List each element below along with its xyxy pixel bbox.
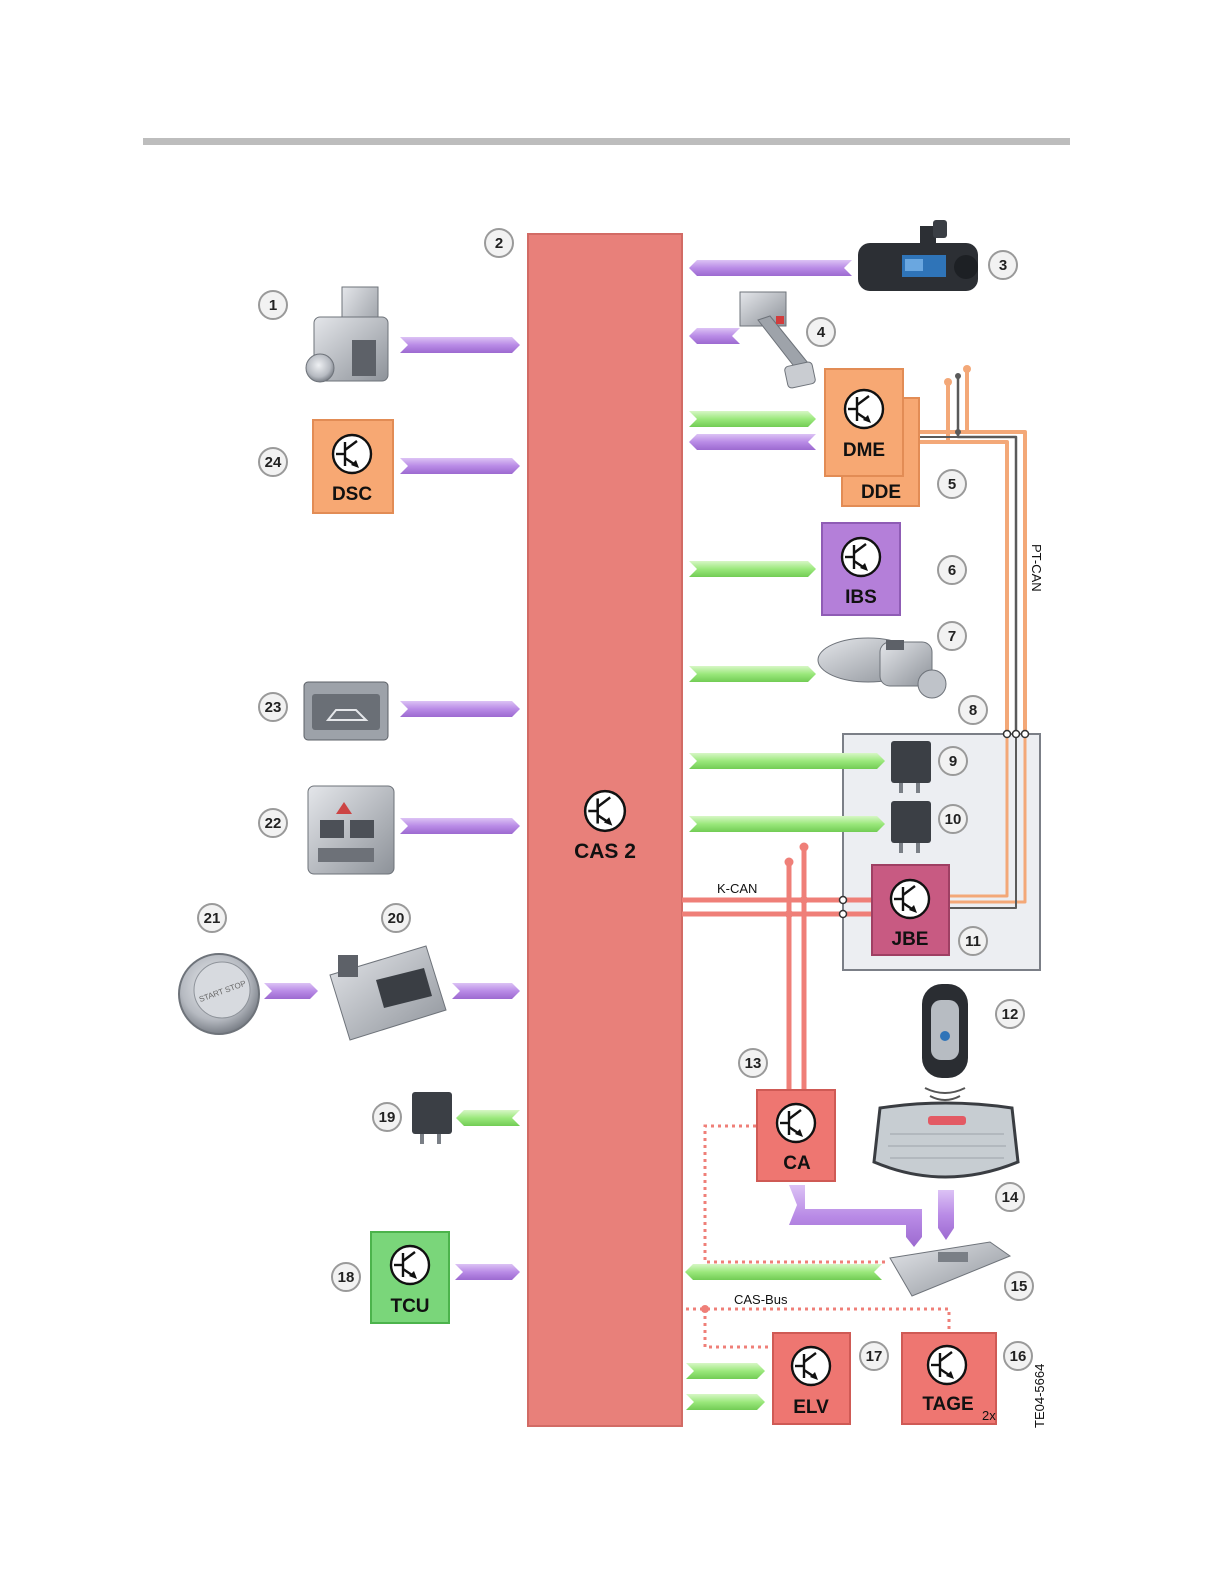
callout-19: 19 [373,1103,401,1131]
callout-24: 24 [259,448,287,476]
ca-label: CA [783,1153,811,1174]
callout-10: 10 [939,805,967,833]
ibs-module: IBS [822,523,900,615]
callout-2: 2 [485,229,513,257]
key-fob-illustration [922,984,968,1100]
callout-number: 10 [945,811,962,828]
start-stop-button-illustration: START STOP [179,954,259,1034]
callout-11: 11 [959,927,987,955]
dme-label: DME [843,440,885,461]
callout-number: 12 [1002,1006,1019,1023]
ca-module: CA [757,1090,835,1181]
callout-number: 19 [379,1109,396,1126]
callout-9: 9 [939,747,967,775]
k-can-label: K-CAN [717,881,757,896]
callout-number: 5 [948,476,956,493]
callout-12: 12 [996,1000,1024,1028]
elv-label: ELV [793,1397,829,1418]
tage-label: TAGE [922,1394,973,1415]
cas-transistor-icon [585,791,625,831]
callout-number: 3 [999,257,1007,274]
callout-number: 7 [948,628,956,645]
tage-transistor-icon [928,1346,966,1384]
tcu-module: TCU [371,1232,449,1323]
dme-transistor-icon [845,390,883,428]
brake-pedal-illustration [740,292,816,389]
callout-1: 1 [259,291,287,319]
dsc-module: DSC [313,420,393,513]
switch-panel-illustration [308,786,394,874]
jbe-module: JBE [872,865,949,955]
callout-number: 13 [745,1055,762,1072]
trunk-button-illustration [304,682,388,740]
ibs-transistor-icon [842,538,880,576]
jbe-transistor-icon [891,880,929,918]
callout-number: 8 [969,702,977,719]
elv-transistor-icon [792,1347,830,1385]
relay-19-illustration [412,1092,452,1144]
receiver-illustration [890,1242,1010,1296]
callout-18: 18 [332,1263,360,1291]
ca-transistor-icon [777,1104,815,1142]
callout-number: 1 [269,297,277,314]
cas-bus-label: CAS-Bus [734,1292,788,1307]
cas-label: CAS 2 [574,840,636,863]
callout-17: 17 [860,1342,888,1370]
callout-number: 2 [495,235,503,252]
callout-4: 4 [807,318,835,346]
steering-sensor-illustration [858,220,978,291]
callout-number: 9 [949,753,957,770]
callout-number: 17 [866,1348,883,1365]
tage-module: TAGE 2x [902,1333,996,1424]
tage-count: 2x [982,1408,996,1423]
callout-13: 13 [739,1049,767,1077]
dde-label: DDE [861,482,901,503]
callout-number: 6 [948,562,956,579]
ibs-label: IBS [845,587,877,608]
callout-22: 22 [259,809,287,837]
callout-number: 24 [265,454,282,471]
rear-window-illustration [874,1103,1018,1177]
cas-bus-node [701,1305,709,1313]
callout-3: 3 [989,251,1017,279]
callout-8: 8 [959,696,987,724]
callout-number: 15 [1011,1278,1028,1295]
callout-number: 18 [338,1269,355,1286]
callout-5: 5 [938,470,966,498]
dsc-transistor-icon [333,435,371,473]
callout-number: 16 [1010,1348,1027,1365]
callout-21: 21 [198,904,226,932]
clutch-switch-illustration [306,287,388,382]
figure-code: TE04-5664 [1032,1364,1047,1428]
callout-number: 20 [388,910,405,927]
callout-number: 23 [265,699,282,716]
callout-20: 20 [382,904,410,932]
callout-number: 14 [1002,1189,1019,1206]
callout-15: 15 [1005,1272,1033,1300]
elv-module: ELV [773,1333,850,1424]
dsc-label: DSC [332,484,372,505]
callout-number: 4 [817,324,826,341]
callout-number: 22 [265,815,282,832]
dme-dde-module: DDE DME [825,369,919,506]
tcu-transistor-icon [391,1246,429,1284]
callout-7: 7 [938,622,966,650]
callout-number: 21 [204,910,221,927]
callout-14: 14 [996,1183,1024,1211]
header-rule [143,138,1070,145]
pt-can-label: PT-CAN [1029,544,1044,592]
callout-6: 6 [938,556,966,584]
callout-16: 16 [1004,1342,1032,1370]
key-slot-illustration [330,946,446,1040]
callout-23: 23 [259,693,287,721]
starter-motor-illustration [818,638,946,698]
callout-number: 11 [965,933,981,950]
tcu-label: TCU [390,1296,429,1317]
jbe-label: JBE [892,929,929,950]
